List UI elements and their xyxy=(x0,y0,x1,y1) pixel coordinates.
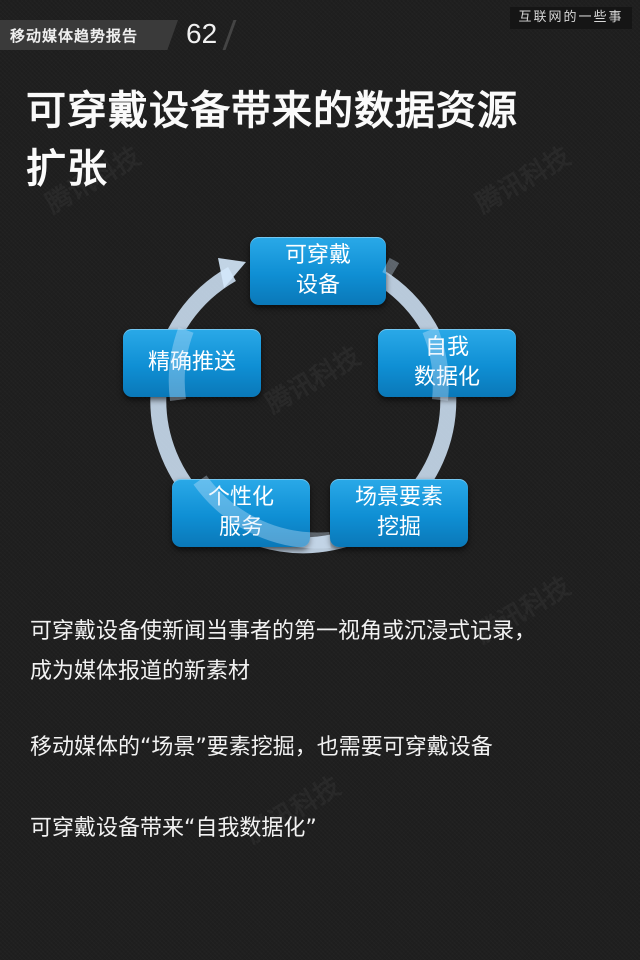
title-line-1: 可穿戴设备带来的数据资源 xyxy=(26,88,518,134)
paragraph-2: 移动媒体的“场景”要素挖掘，也需要可穿戴设备 xyxy=(30,735,493,760)
paragraph-3: 可穿戴设备带来“自我数据化” xyxy=(30,816,317,841)
paragraph-1: 可穿戴设备使新闻当事者的第一视角或沉浸式记录， 成为媒体报道的新素材 xyxy=(30,619,537,684)
title-line-2: 扩张 xyxy=(26,146,108,192)
node-precise-push: 精确推送 xyxy=(123,329,261,397)
brand-label: 互联网的一些事 xyxy=(510,7,632,29)
node-wearable-device: 可穿戴 设备 xyxy=(250,237,386,305)
section-tag: 移动媒体趋势报告 xyxy=(0,20,178,50)
page-number: 62 xyxy=(186,18,218,49)
section-label: 移动媒体趋势报告 xyxy=(10,27,139,45)
node-scene-mining: 场景要素 挖掘 xyxy=(330,479,468,547)
node-personalized-service: 个性化 服务 xyxy=(172,479,310,547)
node-self-datafication: 自我 数据化 xyxy=(378,329,516,397)
page-title: 可穿戴设备带来的数据资源 扩张 xyxy=(26,82,626,198)
